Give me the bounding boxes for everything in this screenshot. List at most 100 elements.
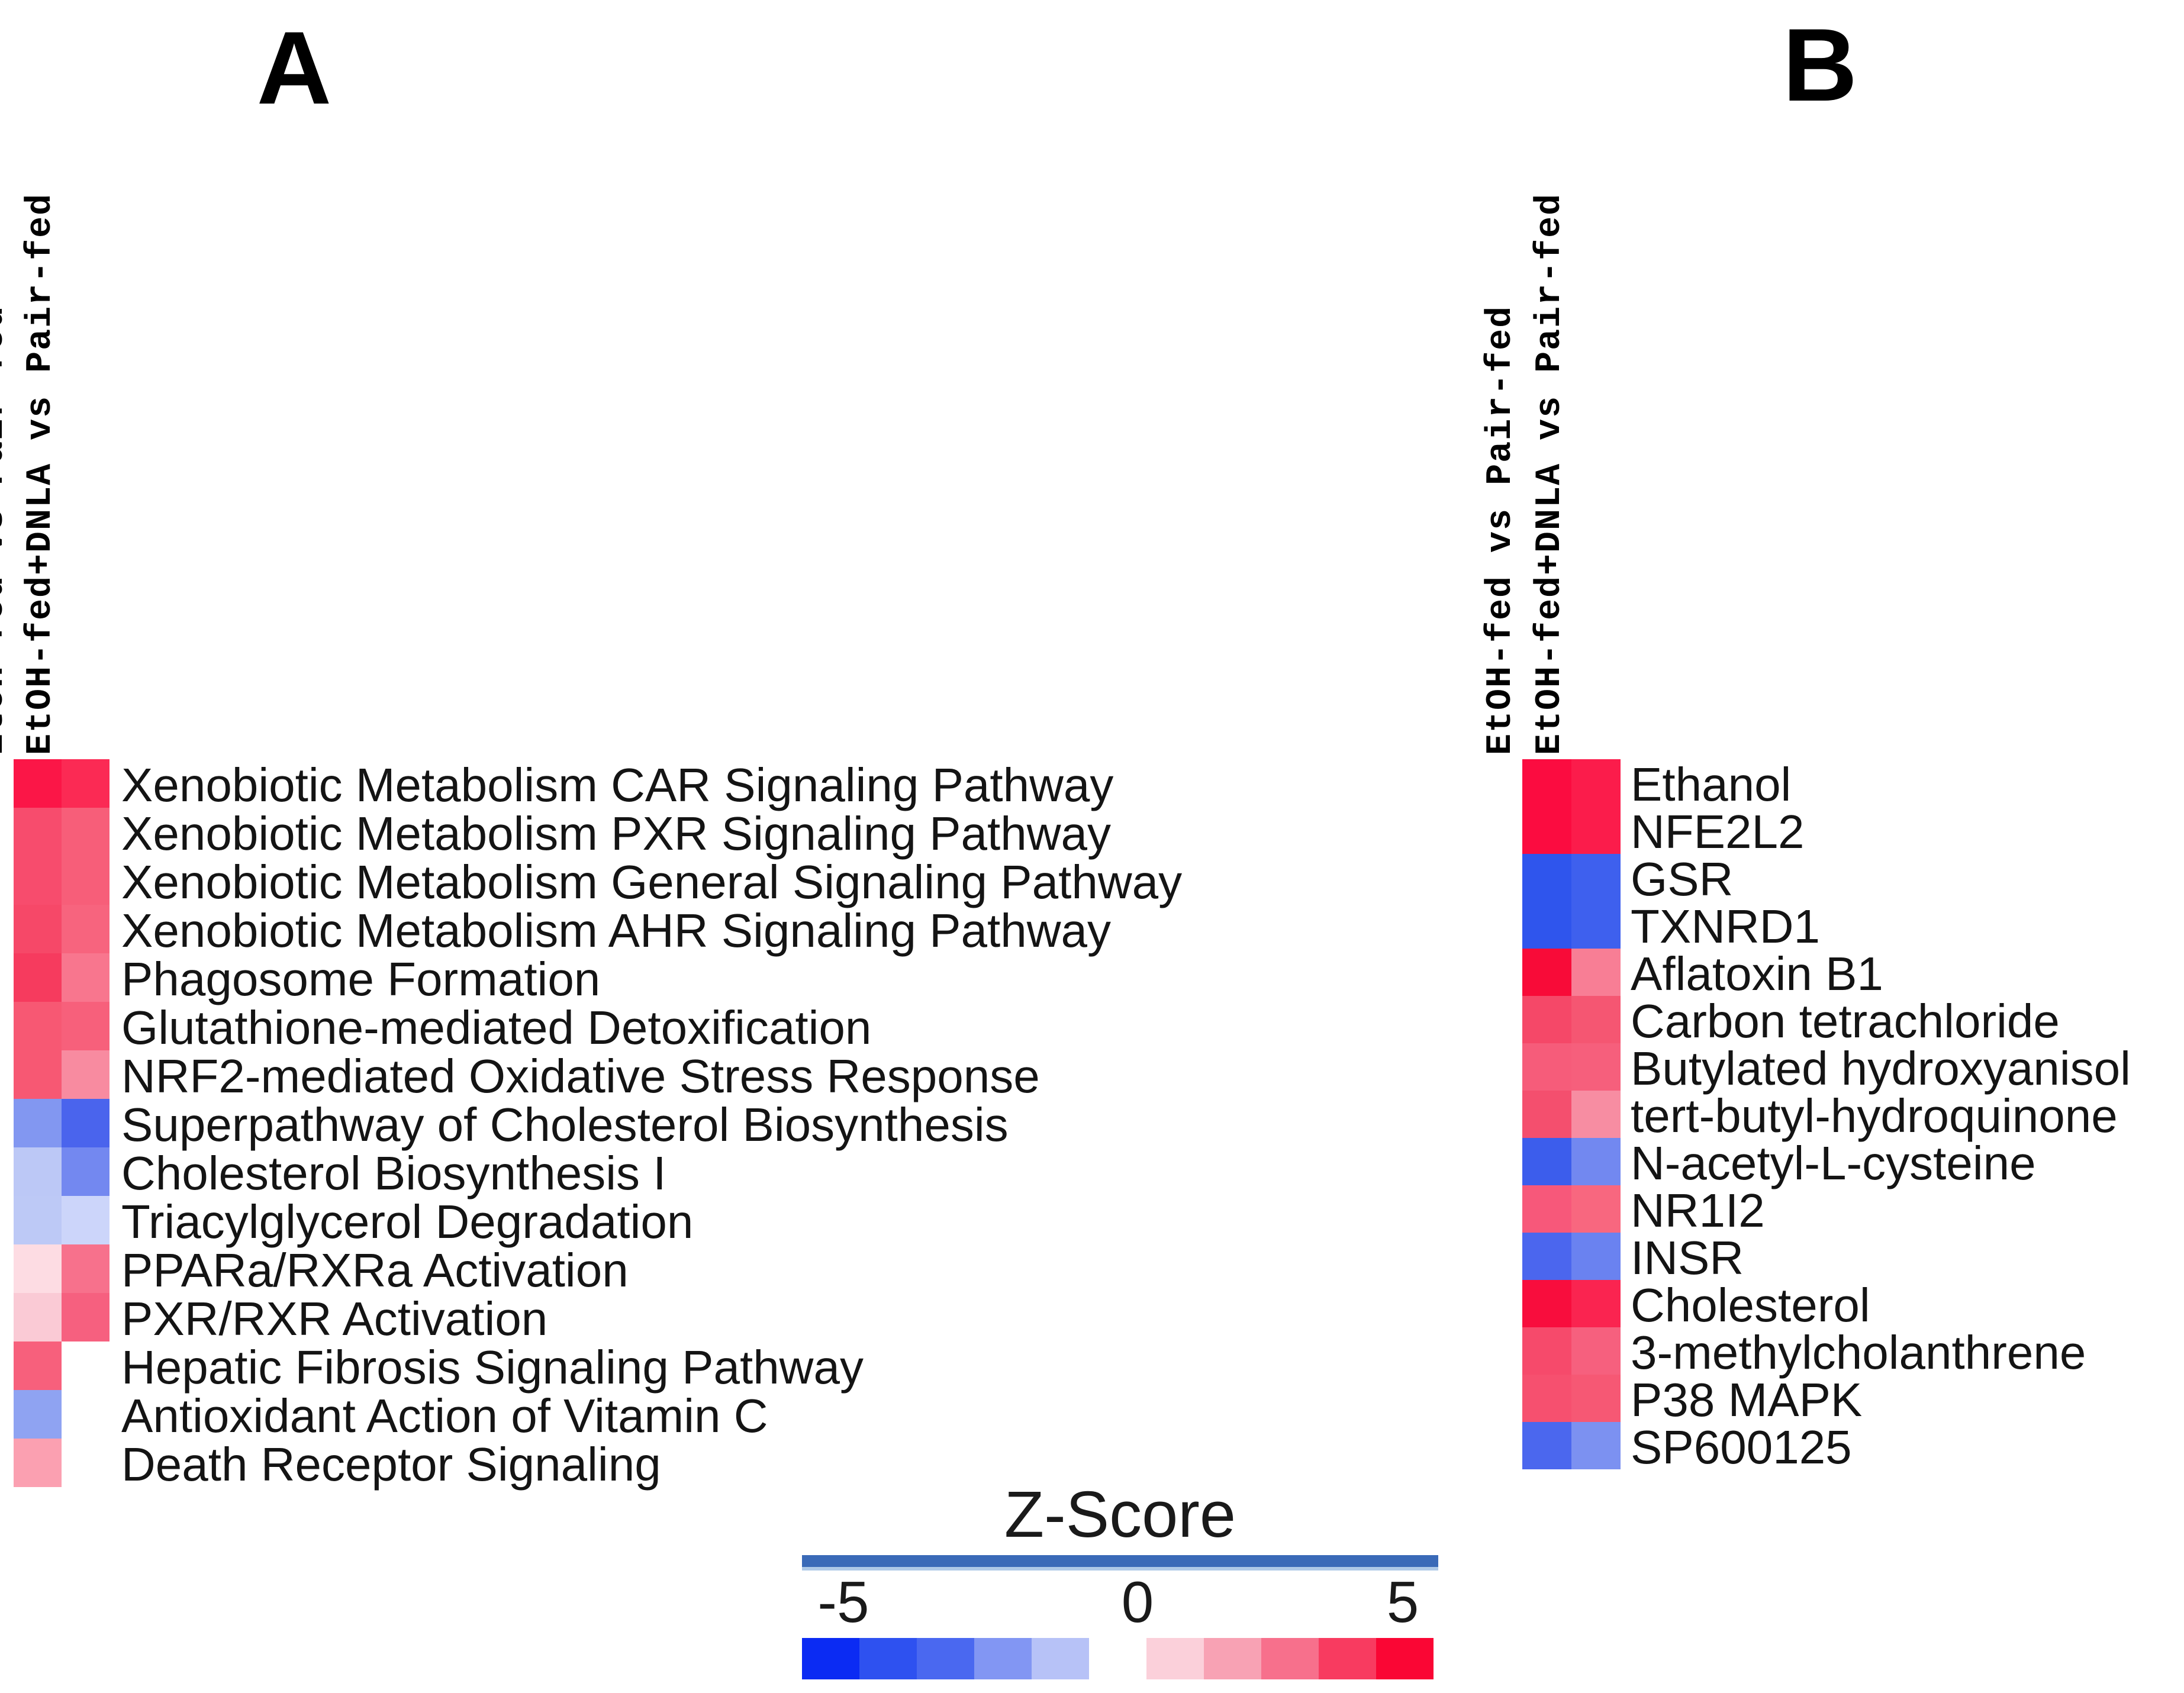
row-label: Carbon tetrachloride [1631,995,2060,1047]
heatmap-cell [1522,1185,1571,1233]
row-label: Xenobiotic Metabolism AHR Signaling Path… [121,904,1111,957]
heatmap-cell [1522,1043,1571,1091]
heatmap-cell [62,808,109,856]
column-header: EtOH-fed+DNLA vs Pair-fed [1530,192,1570,755]
row-label: Cholesterol Biosynthesis I [121,1147,666,1199]
heatmap-cell [62,1341,109,1390]
row-label: 3-methylcholanthrene [1631,1326,2086,1379]
row-label: SP600125 [1631,1421,1852,1473]
colorbar-segment [1376,1638,1434,1679]
heatmap-cell [62,1244,109,1293]
legend-tick-mid: 0 [1121,1569,1154,1634]
heatmap-cell [1571,1043,1621,1091]
heatmap-cell [1571,807,1621,854]
heatmap-cell [1522,1280,1571,1327]
heatmap-cell [1571,1091,1621,1138]
heatmap-cell [1571,1185,1621,1233]
heatmap-cell [62,905,109,953]
heatmap-cell [14,1002,62,1050]
heatmap-cell [1522,1422,1571,1469]
legend-colorbar [802,1638,1434,1679]
heatmap-cell [62,856,109,905]
row-label: tert-butyl-hydroquinone [1631,1089,2118,1142]
heatmap-cell [14,1147,62,1196]
row-label: Triacylglycerol Degradation [121,1195,694,1248]
heatmap-cell [1571,759,1621,807]
colorbar-segment [1261,1638,1319,1679]
heatmap-cell [1571,854,1621,901]
row-label: Glutathione-mediated Detoxification [121,1001,872,1054]
heatmap-cell [1571,1327,1621,1375]
row-label: Antioxidant Action of Vitamin C [121,1389,768,1442]
heatmap-cell [14,905,62,953]
heatmap-cell [1522,949,1571,996]
colorbar-segment [802,1638,859,1679]
heatmap-cell [1522,996,1571,1043]
colorbar-segment [1204,1638,1261,1679]
heatmap-cell [62,1002,109,1050]
row-label: Xenobiotic Metabolism CAR Signaling Path… [121,759,1114,811]
legend-tick-min: -5 [817,1569,869,1634]
heatmap-cell [14,808,62,856]
heatmap-cell [62,953,109,1002]
heatmap-cell [14,1341,62,1390]
heatmap-cell [14,1293,62,1341]
panel-a-letter: A [256,11,332,126]
heatmap-cell [62,1196,109,1244]
heatmap-cell [14,759,62,808]
heatmap-cell [1522,1375,1571,1422]
heatmap-cell [1571,1233,1621,1280]
column-header: EtOH-fed vs Pair-fed [1481,305,1521,755]
heatmap-cell [1522,807,1571,854]
row-label: Superpathway of Cholesterol Biosynthesis [121,1098,1009,1151]
heatmap-cell [62,1099,109,1147]
panel-b-letter: B [1782,8,1858,123]
colorbar-segment [1319,1638,1376,1679]
row-label: NFE2L2 [1631,805,1805,858]
heatmap-cell [14,1099,62,1147]
heatmap-cell [14,1050,62,1099]
row-label: PXR/RXR Activation [121,1292,548,1345]
heatmap-cell [1571,1138,1621,1185]
column-header: EtOH-fed vs Pair-fed [0,305,13,755]
row-label: N-acetyl-L-cysteine [1631,1137,2036,1189]
heatmap-cell [62,1293,109,1341]
legend-tick-max: 5 [1386,1569,1419,1634]
heatmap-cell [1522,1233,1571,1280]
row-label: TXNRD1 [1631,900,1821,953]
heatmap-cell [1522,901,1571,949]
heatmap-cell [14,953,62,1002]
heatmap-cell [1571,949,1621,996]
heatmap-cell [62,1390,109,1439]
heatmap-cell [14,856,62,905]
heatmap-cell [62,1050,109,1099]
row-label: Xenobiotic Metabolism PXR Signaling Path… [121,807,1111,860]
row-label: NR1I2 [1631,1184,1765,1237]
colorbar-segment [917,1638,974,1679]
row-label: Butylated hydroxyanisol [1631,1042,2131,1095]
heatmap-cell [14,1244,62,1293]
heatmap-cell [1522,1327,1571,1375]
colorbar-segment [859,1638,917,1679]
colorbar-segment [1032,1638,1089,1679]
row-label: Xenobiotic Metabolism General Signaling … [121,856,1183,908]
heatmap-cell [1571,1280,1621,1327]
heatmap-cell [1522,1091,1571,1138]
row-label: Hepatic Fibrosis Signaling Pathway [121,1341,864,1394]
heatmap-cell [1522,759,1571,807]
column-header: EtOH-fed+DNLA vs Pair-fed [21,192,61,755]
heatmap-cell [1522,854,1571,901]
legend-title: Z-Score [1004,1478,1236,1551]
row-label: GSR [1631,853,1734,905]
heatmap-cell [62,1147,109,1196]
heatmap-cell [14,1390,62,1439]
heatmap-cell [62,1439,109,1487]
row-label: Death Receptor Signaling [121,1438,661,1491]
colorbar-segment [1146,1638,1204,1679]
row-label: Aflatoxin B1 [1631,947,1883,1000]
row-label: Cholesterol [1631,1279,1870,1331]
heatmap-cell [1571,1375,1621,1422]
heatmap-cell [14,1196,62,1244]
row-label: Phagosome Formation [121,953,601,1005]
colorbar-segment [1089,1638,1146,1679]
